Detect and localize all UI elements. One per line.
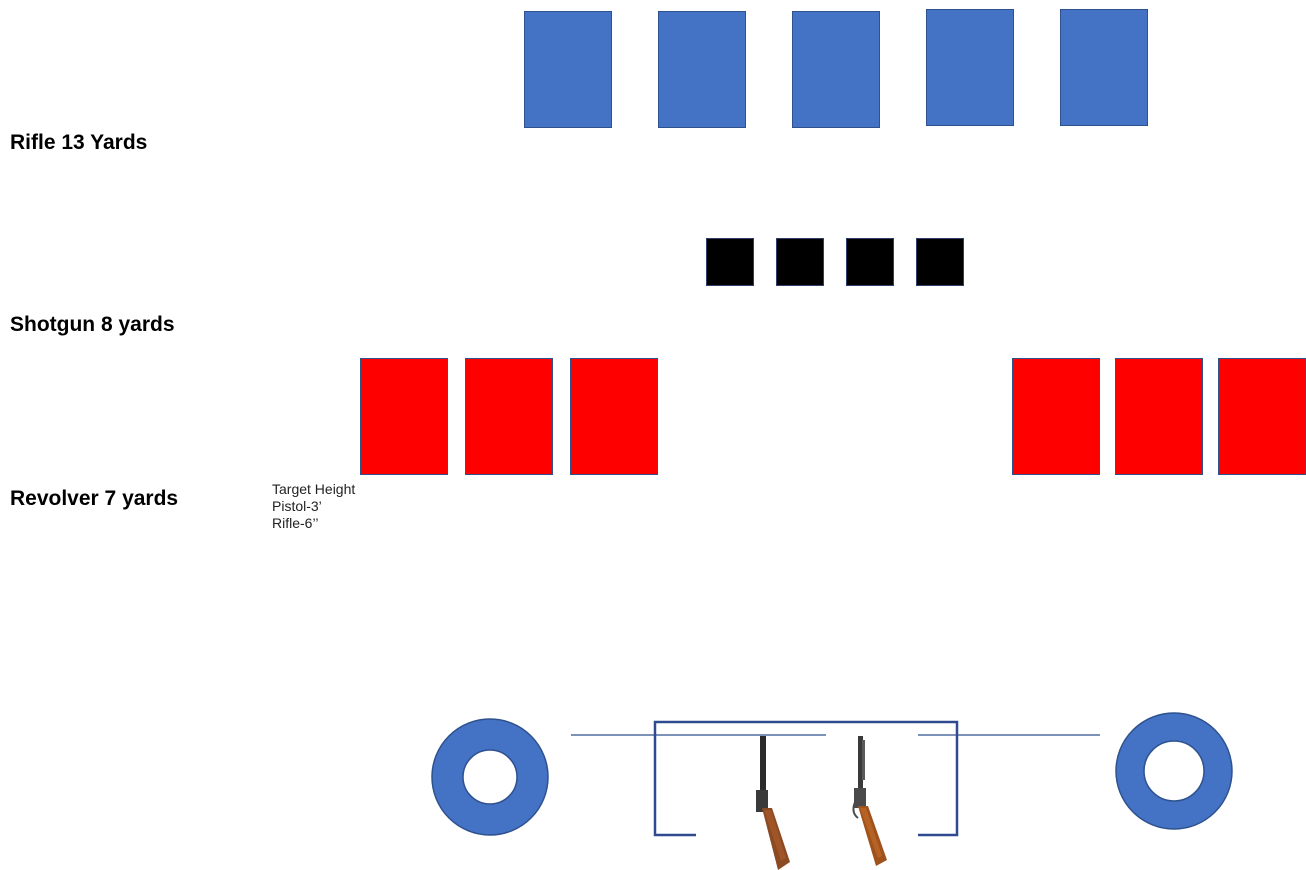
lever-action-rifle-image — [853, 736, 887, 866]
ring-target-icon — [432, 719, 548, 835]
shotgun-image — [756, 736, 790, 870]
shooting-table — [655, 722, 957, 835]
ring-target-icon — [1116, 713, 1232, 829]
